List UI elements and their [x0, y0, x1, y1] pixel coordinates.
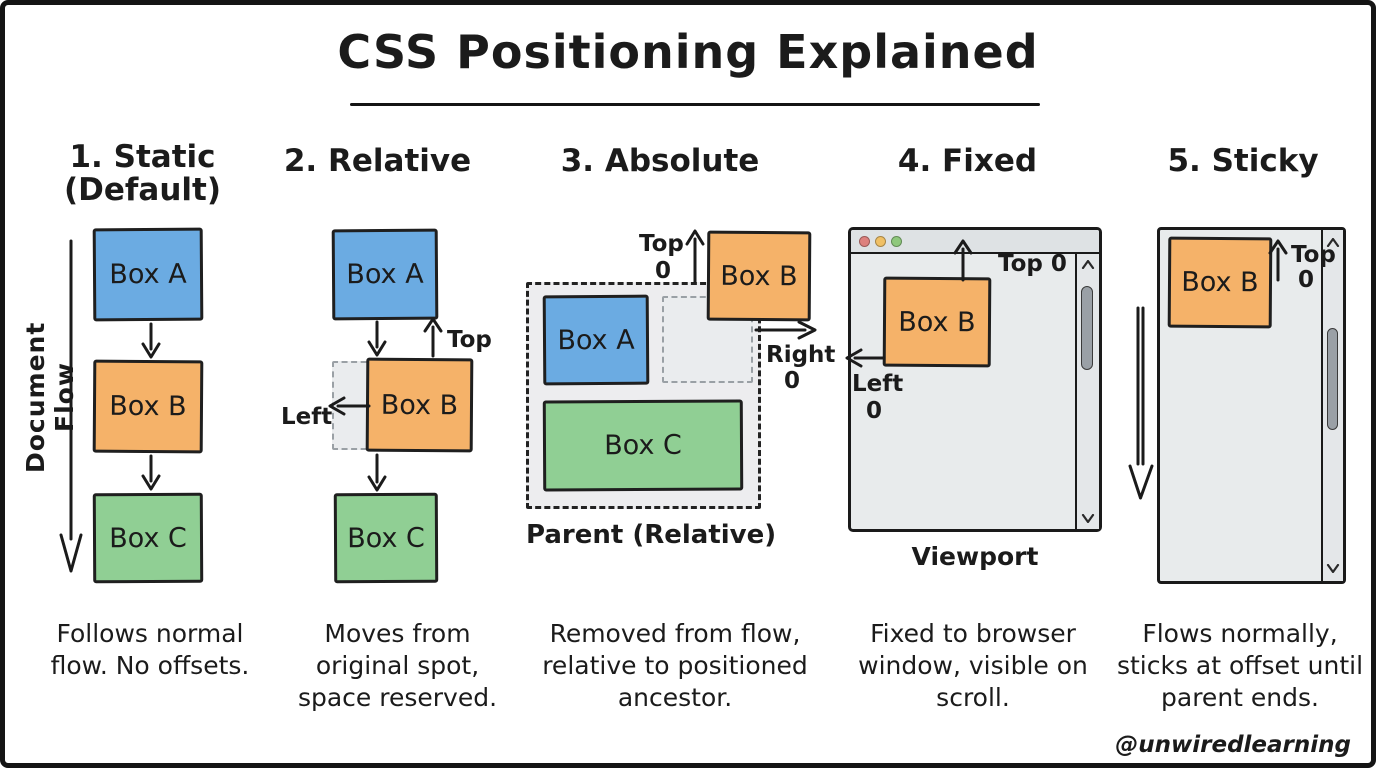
sticky-top-label: Top	[1291, 242, 1336, 268]
heading-static: 1. Static (Default)	[25, 141, 260, 206]
heading-fixed: 4. Fixed	[897, 143, 1038, 179]
static-box-c: Box C	[92, 492, 204, 584]
document-flow-arrow-icon	[59, 239, 83, 573]
fixed-box-b-label: Box B	[898, 306, 976, 338]
window-close-dot-icon	[859, 236, 870, 247]
scroll-up-icon	[1081, 260, 1095, 269]
watermark: @unwiredlearning	[1115, 732, 1351, 758]
relative-box-a-label: Box A	[346, 258, 424, 291]
static-box-b: Box B	[92, 359, 204, 454]
heading-absolute: 3. Absolute	[560, 143, 760, 179]
absolute-right-value: 0	[784, 368, 801, 394]
top-offset-arrow-icon	[423, 317, 443, 358]
relative-box-a: Box A	[331, 228, 439, 321]
down-arrow-icon	[141, 322, 161, 359]
scroll-down-icon	[1326, 564, 1340, 573]
window-maximize-dot-icon	[891, 236, 902, 247]
left-offset-arrow-icon	[328, 396, 371, 416]
desc-fixed: Fixed to browser window, visible on scro…	[858, 619, 1088, 712]
absolute-top-value: 0	[655, 258, 672, 284]
relative-top-label: Top	[447, 327, 492, 353]
scroll-down-icon	[1081, 514, 1095, 523]
scroll-up-icon	[1326, 238, 1340, 247]
static-box-a: Box A	[92, 227, 204, 322]
sticky-scrollbar	[1321, 230, 1343, 581]
fixed-box-b: Box B	[882, 276, 992, 368]
top-offset-arrow-icon	[953, 239, 973, 282]
page-title: CSS Positioning Explained	[337, 25, 1039, 79]
absolute-box-b: Box B	[706, 230, 812, 322]
desc-relative: Moves from original spot, space reserved…	[297, 619, 498, 712]
relative-left-label: Left	[281, 404, 333, 430]
fixed-left-value: 0	[866, 398, 883, 424]
relative-box-b: Box B	[365, 357, 474, 453]
right-offset-arrow-icon	[754, 320, 817, 340]
absolute-box-a: Box A	[542, 294, 650, 386]
desc-static: Follows normal flow. No offsets.	[50, 619, 250, 680]
absolute-top-label: Top	[639, 231, 684, 257]
absolute-box-c-label: Box C	[604, 429, 682, 462]
absolute-box-a-label: Box A	[557, 324, 635, 356]
title-underline	[350, 103, 1040, 106]
down-arrow-icon	[367, 453, 387, 492]
static-box-a-label: Box A	[109, 258, 187, 291]
relative-box-b-label: Box B	[380, 389, 459, 421]
scrollbar-thumb	[1081, 286, 1093, 370]
static-box-b-label: Box B	[109, 390, 187, 423]
absolute-box-b-label: Box B	[720, 260, 798, 292]
sticky-box-b: Box B	[1167, 236, 1273, 329]
static-box-c-label: Box C	[109, 522, 187, 554]
heading-sticky: 5. Sticky	[1167, 143, 1319, 179]
down-arrow-icon	[141, 454, 161, 491]
sticky-scroll-container	[1157, 227, 1346, 584]
heading-static-line2: (Default)	[63, 171, 221, 208]
top-offset-arrow-icon	[685, 229, 705, 284]
heading-relative: 2. Relative	[283, 143, 472, 179]
sticky-box-b-label: Box B	[1181, 266, 1259, 299]
absolute-right-label: Right	[766, 342, 836, 368]
fixed-top-label: Top 0	[998, 251, 1067, 277]
scroll-direction-arrow-icon	[1128, 306, 1154, 500]
sticky-top-value: 0	[1298, 267, 1315, 293]
window-minimize-dot-icon	[875, 236, 886, 247]
fixed-left-label: Left	[852, 371, 904, 397]
absolute-parent-label: Parent (Relative)	[526, 520, 777, 550]
desc-absolute: Removed from flow, relative to positione…	[542, 619, 808, 712]
relative-box-c-label: Box C	[347, 522, 425, 554]
absolute-box-c: Box C	[542, 399, 744, 492]
down-arrow-icon	[367, 320, 387, 357]
left-offset-arrow-icon	[845, 348, 886, 368]
heading-static-line1: 1. Static	[69, 139, 216, 175]
top-offset-arrow-icon	[1268, 239, 1288, 282]
browser-titlebar	[851, 230, 1099, 254]
relative-box-c: Box C	[333, 492, 439, 584]
desc-sticky: Flows normally, sticks at offset until p…	[1116, 619, 1364, 712]
window-scrollbar	[1075, 254, 1099, 529]
scrollbar-thumb	[1327, 328, 1338, 430]
fixed-viewport-label: Viewport	[911, 542, 1039, 571]
